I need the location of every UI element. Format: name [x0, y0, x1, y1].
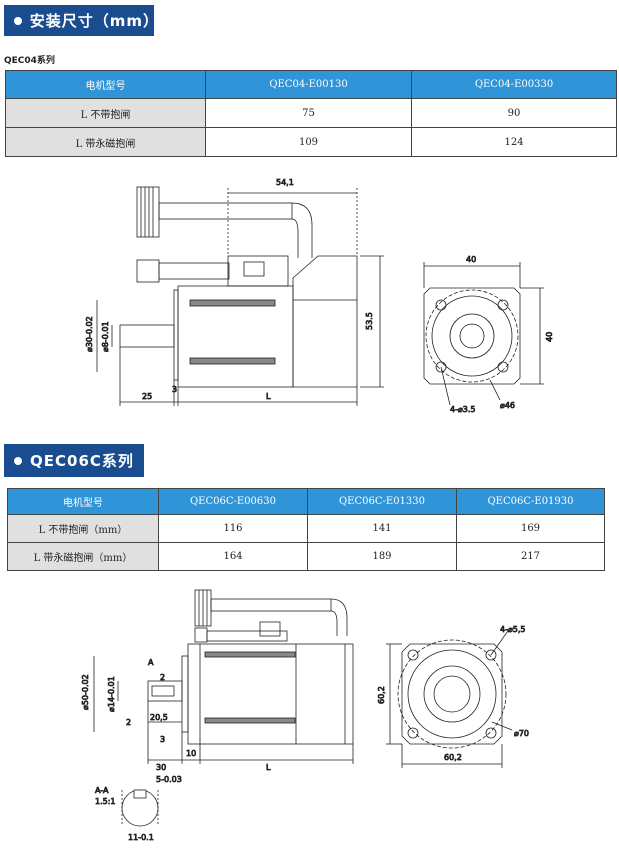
dim-qec06c-key-h: 11-0.1 [128, 833, 154, 842]
table-header-row: 电机型号 QEC04-E00130 QEC04-E00330 [5, 70, 617, 99]
cell: 141 [307, 514, 457, 543]
cell: 124 [411, 127, 617, 157]
col-header: QEC06C-E01930 [456, 488, 605, 515]
dim-qec06c-three: 3 [160, 735, 165, 744]
dim-qec04-flange-w: 40 [466, 255, 476, 264]
section-scale: 1.5:1 [95, 797, 116, 806]
mount-hole [407, 649, 419, 661]
section-header-qec06c: QEC06C系列 [4, 444, 144, 477]
shaft [119, 324, 175, 348]
qec06c-front-view [386, 627, 513, 768]
dim-qec04-top: 54,1 [276, 178, 294, 187]
dim-qec06c-flange-w: 60,2 [444, 753, 462, 762]
shaft [147, 680, 183, 702]
row-label: L 不带抱闸 [5, 98, 206, 128]
dim-qec06c-holes: 4-⌀5,5 [500, 625, 526, 634]
col-header: QEC06C-E00630 [158, 488, 308, 515]
table-header-row: 电机型号 QEC06C-E00630 QEC06C-E01330 QEC06C-… [7, 488, 605, 515]
dim-qec06c-shaft-small: ⌀14-0.01 [107, 676, 116, 712]
col-header: 电机型号 [5, 70, 206, 99]
series-label: QEC04系列 [4, 56, 55, 66]
mount-hole [497, 299, 509, 311]
dim-qec06c-thirty: 30 [156, 763, 166, 772]
spec-table-qec06c: 电机型号 QEC06C-E00630 QEC06C-E01330 QEC06C-… [7, 488, 605, 571]
dim-qec06c-ten: 10 [186, 749, 196, 758]
qec06c-section-aa [121, 789, 159, 827]
dim-qec04-flange-h: 40 [545, 332, 554, 342]
dim-qec04-shaft-len: 25 [142, 392, 152, 401]
dim-qec06c-a-mark: A [148, 658, 154, 667]
dim-qec06c-key-w: 5-0.03 [156, 775, 182, 784]
section-label: A-A [95, 786, 109, 795]
encoder-connector [136, 186, 160, 238]
cell: 164 [158, 542, 308, 571]
cell: 109 [205, 127, 412, 157]
power-connector [194, 627, 208, 643]
mount-hole [435, 299, 447, 311]
dim-qec04-holes: 4-⌀3.5 [450, 405, 476, 414]
col-header: QEC04-E00130 [205, 70, 412, 99]
encoder-cable [210, 598, 332, 612]
row-label: L 带永磁抱闸 [5, 127, 206, 157]
dim-qec06c-pcd: ⌀70 [514, 729, 529, 738]
flange-square [401, 643, 503, 745]
bullet-icon [14, 456, 22, 465]
dim-qec04-step: 3 [172, 385, 177, 394]
dim-qec06c-shaft-dia: ⌀50-0.02 [81, 674, 90, 710]
section-title: QEC06C系列 [30, 452, 134, 470]
encoder-cover [292, 255, 358, 388]
section-header-install: 安装尺寸（mm） [4, 5, 159, 36]
table-row: L 不带抱闸（mm） 116 141 169 [7, 514, 605, 543]
col-header: QEC06C-E01330 [307, 488, 457, 515]
qec04-side-view [96, 186, 384, 406]
mount-hole [485, 727, 497, 739]
table-row: L 带永磁抱闸（mm） 164 189 217 [7, 542, 605, 571]
row-label: L 不带抱闸（mm） [7, 514, 159, 543]
dim-qec04-height: 53.5 [365, 312, 374, 330]
cell: 75 [205, 98, 412, 128]
mount-hole [435, 361, 447, 373]
flange-square [423, 287, 521, 385]
dim-qec04-length: L [266, 392, 271, 401]
mount-hole [485, 649, 497, 661]
dim-qec06c-two-top: 2 [160, 673, 165, 682]
dim-qec04-shaft-small: ⌀8-0.01 [101, 321, 110, 352]
terminal-box [227, 255, 289, 287]
dim-qec06c-flange-h: 60,2 [377, 686, 386, 704]
cell: 90 [411, 98, 617, 128]
dim-qec06c-length: L [266, 763, 271, 772]
dim-qec06c-key-len: 20,5 [150, 713, 168, 722]
qec04-front-view [423, 262, 544, 406]
table-row: L 不带抱闸 75 90 [5, 98, 617, 128]
cable-bend [291, 202, 313, 258]
spec-table-qec04: 电机型号 QEC04-E00130 QEC04-E00330 L 不带抱闸 75… [5, 70, 617, 157]
bullet-icon [14, 16, 22, 25]
col-header: 电机型号 [7, 488, 159, 515]
mount-hole [407, 727, 419, 739]
table-row: L 带永磁抱闸 109 124 [5, 127, 617, 157]
encoder-cable [158, 202, 293, 220]
section-title: 安装尺寸（mm） [29, 12, 159, 30]
power-cable [158, 262, 230, 280]
power-connector [136, 259, 160, 283]
motor-body [187, 643, 354, 745]
dim-qec04-pcd: ⌀46 [500, 401, 515, 410]
dim-qec04-shaft-dia: ⌀30-0.02 [85, 316, 94, 352]
cell: 217 [456, 542, 605, 571]
qec06c-side-view [93, 589, 354, 764]
mount-hole [497, 361, 509, 373]
dim-qec06c-two-bot: 2 [126, 718, 131, 727]
